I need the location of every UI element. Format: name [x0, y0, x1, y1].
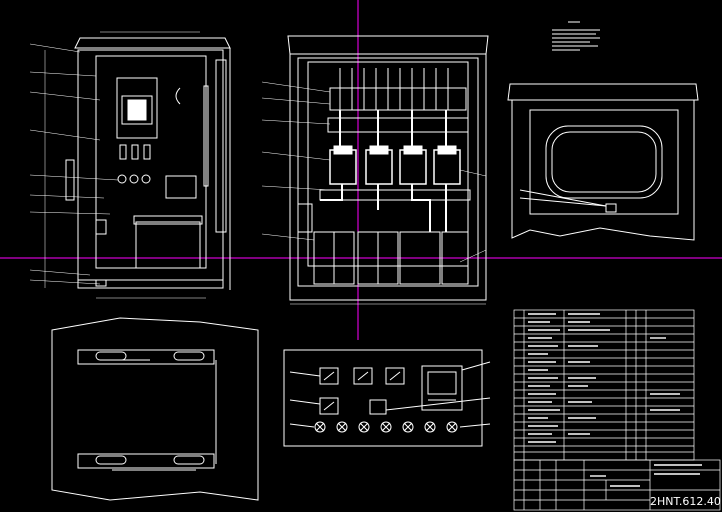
- side-view-cabinet: [65, 37, 231, 290]
- door-view: [507, 83, 699, 241]
- notes-block: [552, 21, 600, 51]
- indicator-lamps: [314, 421, 458, 433]
- parts-list-text-strokes: [528, 313, 680, 443]
- drawing-number: 2HNT.612.40: [650, 495, 721, 508]
- center-lines: [0, 0, 722, 340]
- terminal-blocks: [327, 68, 469, 133]
- base-view: [51, 317, 259, 501]
- control-panel-view: [283, 349, 491, 447]
- contactors: [329, 145, 461, 185]
- side-view-dimension: [44, 31, 206, 299]
- panel-meters: [319, 365, 463, 415]
- parts-list-table: [513, 309, 695, 461]
- title-block-text-strokes: [590, 464, 702, 487]
- capacitors: [313, 231, 469, 285]
- side-view-callouts: [29, 43, 119, 285]
- title-block: [513, 459, 721, 511]
- front-view-callouts: [261, 81, 487, 305]
- front-view-cabinet: [287, 35, 489, 301]
